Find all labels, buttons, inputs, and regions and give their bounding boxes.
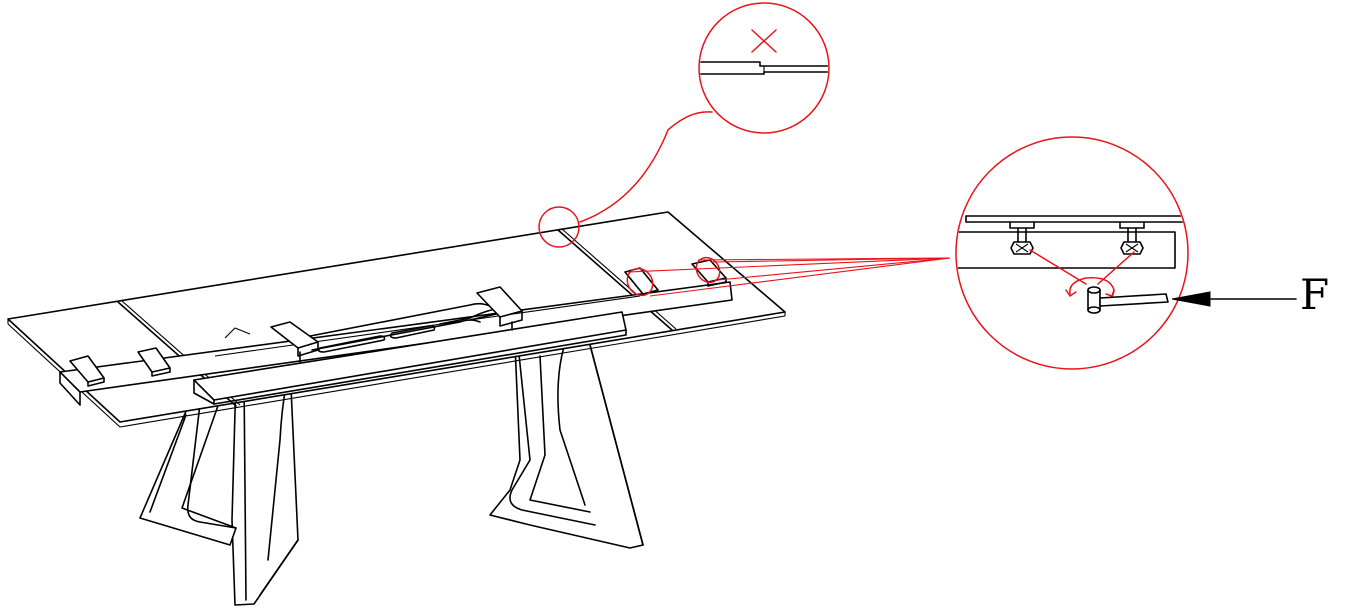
- seam-leader-line: [579, 111, 713, 223]
- seam-detail: [538, 2, 830, 248]
- cross-mark-icon: [751, 29, 777, 53]
- glass-top: [7, 211, 786, 423]
- bracket-left: [137, 347, 171, 377]
- table-drawing: [7, 211, 786, 606]
- bolt-left: [1009, 221, 1035, 255]
- bolt-callout-right: [695, 256, 721, 284]
- bolt-right: [1119, 221, 1145, 255]
- bracket-centre-left: [270, 321, 319, 363]
- seam-magnifier-circle: [698, 2, 830, 134]
- glass-plate-section: [965, 215, 1187, 223]
- bolt-leader-lines: [627, 257, 951, 297]
- hex-key-icon: [1087, 286, 1169, 314]
- bolt-callout-left: [626, 267, 654, 297]
- force-label: F: [1300, 270, 1330, 319]
- bracket-centre-right: [476, 286, 523, 331]
- centre-beam: [193, 311, 627, 405]
- rail-section: [957, 231, 1176, 269]
- seam-callout-circle: [538, 206, 580, 248]
- force-arrow-icon: [1171, 291, 1297, 307]
- bracket-left-end: [69, 355, 105, 387]
- bracket-right-end: [691, 259, 727, 287]
- right-leg: [489, 319, 644, 549]
- left-leg: [139, 365, 299, 606]
- leaf-seam-right: [557, 229, 673, 331]
- bolt-magnifier-circle: [955, 136, 1189, 370]
- bolt-detail: [626, 136, 1297, 370]
